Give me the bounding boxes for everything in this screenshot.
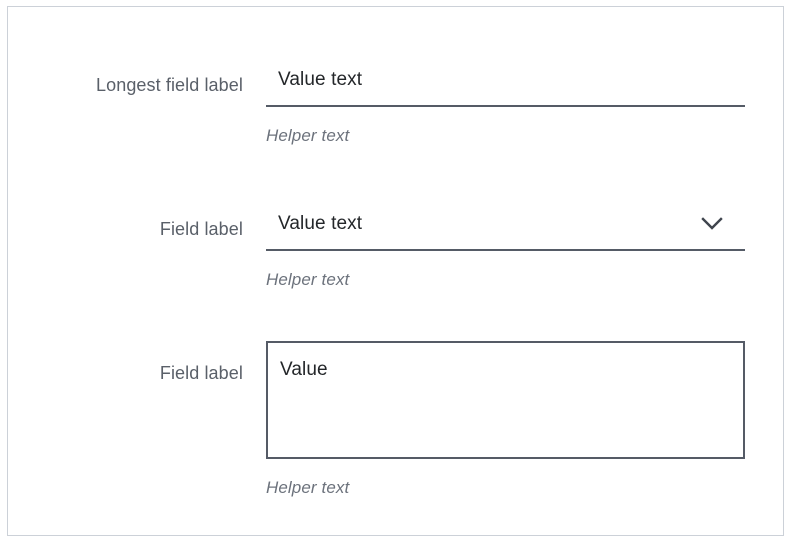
select-input-value: Value text bbox=[278, 213, 363, 234]
chevron-down-icon[interactable] bbox=[701, 216, 723, 232]
textarea-input-value: Value bbox=[280, 359, 328, 380]
text-input[interactable]: Value text bbox=[266, 67, 745, 107]
select-input[interactable]: Value text bbox=[266, 211, 745, 251]
form: Longest field label Value text Helper te… bbox=[8, 7, 783, 535]
field-label-select: Field label bbox=[159, 219, 243, 239]
helper-text-text-field: Helper text bbox=[266, 126, 350, 145]
field-control-textarea: Value Helper text bbox=[266, 341, 745, 497]
helper-text-textarea-field: Helper text bbox=[266, 478, 350, 497]
textarea-input[interactable]: Value bbox=[266, 341, 745, 459]
field-label-textarea: Field label bbox=[159, 363, 243, 383]
form-panel: Longest field label Value text Helper te… bbox=[7, 6, 784, 536]
field-label-text: Longest field label bbox=[95, 75, 243, 95]
helper-text-select-field: Helper text bbox=[266, 270, 350, 289]
field-control-text: Value text Helper text bbox=[266, 67, 745, 145]
text-input-value: Value text bbox=[278, 69, 363, 90]
field-control-select: Value text Helper text bbox=[266, 211, 745, 289]
